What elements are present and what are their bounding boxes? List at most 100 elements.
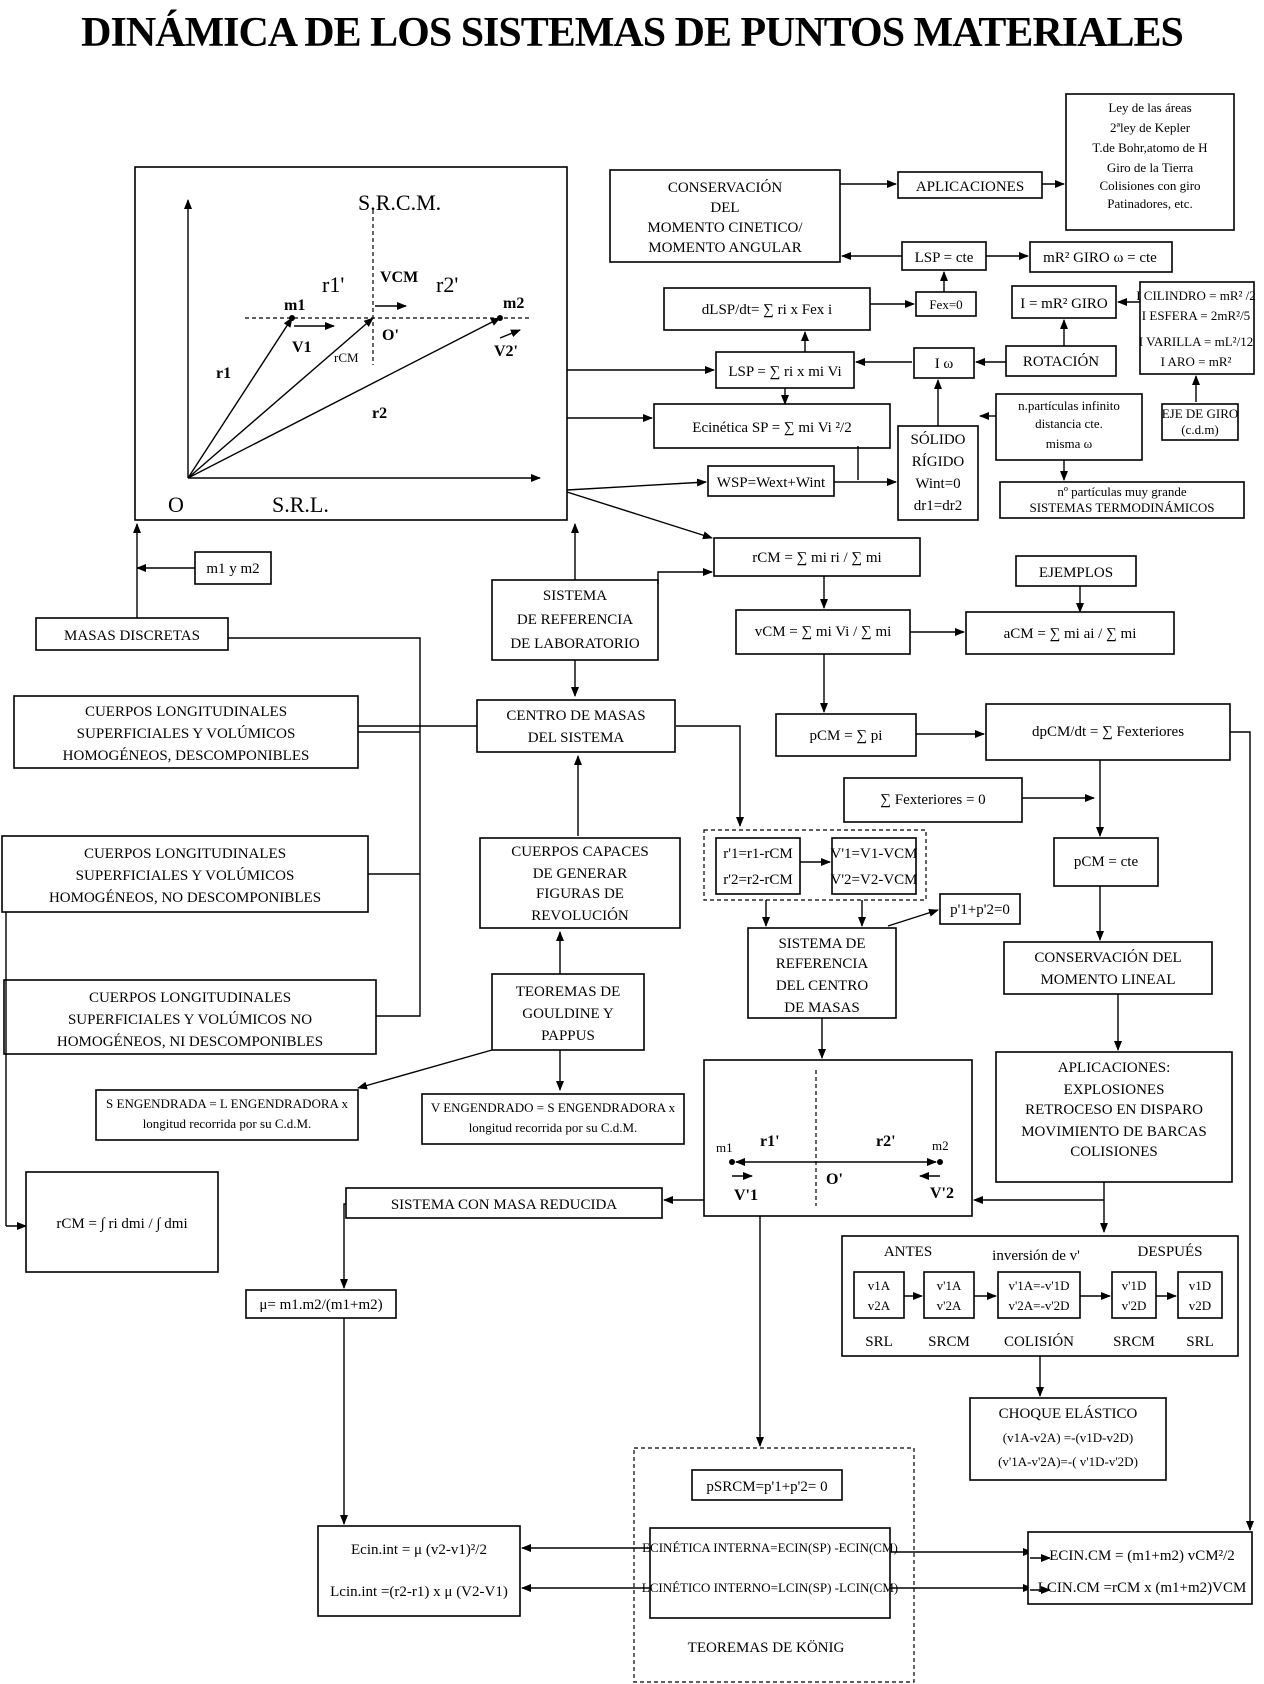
svg-text:DE GENERAR: DE GENERAR (533, 866, 628, 882)
svg-text:MOMENTO ANGULAR: MOMENTO ANGULAR (648, 240, 801, 256)
v2-prime-label: V2' (494, 343, 518, 360)
svg-text:(v1A-v2A) =-(v1D-v2D): (v1A-v2A) =-(v1D-v2D) (1003, 1430, 1133, 1445)
svg-text:inversión de v': inversión de v' (992, 1248, 1080, 1264)
svg-text:V'2=V2-VCM: V'2=V2-VCM (831, 872, 918, 888)
svg-text:MOMENTO LINEAL: MOMENTO LINEAL (1040, 972, 1175, 988)
svg-text:misma ω: misma ω (1046, 436, 1093, 451)
svg-text:m2: m2 (932, 1138, 949, 1153)
svg-text:Ecinética SP = ∑ mi Vi ²/2: Ecinética SP = ∑ mi Vi ²/2 (692, 420, 851, 436)
svg-text:longitud recorrida por su C.d.: longitud recorrida por su C.d.M. (469, 1120, 638, 1135)
svg-text:I CILINDRO = mR² /2: I CILINDRO = mR² /2 (1136, 288, 1256, 303)
n-particulas-grande-box: nº partículas muy grande SISTEMAS TERMOD… (999, 481, 1245, 519)
svg-text:nº partículas muy grande: nº partículas muy grande (1057, 484, 1187, 499)
svg-text:V'1=V1-VCM: V'1=V1-VCM (831, 846, 918, 862)
ley-areas-box: Ley de las áreas 2ªley de Kepler T.de Bo… (1065, 93, 1235, 231)
r1-prime-label: r1' (322, 272, 344, 297)
masses-box: m1 y m2 (194, 551, 272, 585)
svg-text:v2D: v2D (1189, 1298, 1211, 1313)
svg-text:DESPUÉS: DESPUÉS (1137, 1243, 1202, 1260)
svg-text:(c.d.m): (c.d.m) (1181, 422, 1219, 437)
svg-text:V'2: V'2 (930, 1185, 954, 1202)
rcm-sum-box: rCM = ∑ mi ri / ∑ mi (713, 537, 921, 577)
svg-text:Ley de las áreas: Ley de las áreas (1108, 100, 1191, 115)
mu-box: μ= m1.m2/(m1+m2) (245, 1289, 397, 1319)
vector-diagram: S.R.C.M. S.R.L. O O' m1 m2 r1' r2' VCM V… (134, 166, 568, 521)
conservacion-momento-angular: CONSERVACIÓN DEL MOMENTO CINETICO/ MOMEN… (609, 169, 841, 263)
svg-text:HOMOGÉNEOS, NI DESCOMPONIBLES: HOMOGÉNEOS, NI DESCOMPONIBLES (57, 1033, 323, 1050)
srl-label: S.R.L. (272, 492, 329, 517)
svg-text:v'2A: v'2A (937, 1298, 962, 1313)
psrcm-box: pSRCM=p'1+p'2= 0 (691, 1469, 843, 1501)
origin-label: O (168, 492, 184, 517)
svg-text:vCM = ∑ mi Vi / ∑ mi: vCM = ∑ mi Vi / ∑ mi (755, 624, 892, 640)
masa-reducida-box: SISTEMA CON MASA REDUCIDA (345, 1187, 663, 1219)
svg-text:v2A: v2A (868, 1298, 891, 1313)
svg-text:Patinadores, etc.: Patinadores, etc. (1107, 196, 1193, 211)
svg-text:DEL CENTRO: DEL CENTRO (776, 978, 869, 994)
svg-text:rCM = ∫ ri dmi / ∫ dmi: rCM = ∫ ri dmi / ∫ dmi (56, 1216, 187, 1232)
svg-text:Wint=0: Wint=0 (915, 476, 960, 492)
svg-text:I VARILLA = mL²/12: I VARILLA = mL²/12 (1139, 334, 1253, 349)
svg-text:RÍGIDO: RÍGIDO (912, 453, 965, 470)
srcm-box: SISTEMA DE REFERENCIA DEL CENTRO DE MASA… (747, 927, 897, 1019)
svg-text:V'1: V'1 (734, 1187, 758, 1204)
svg-text:CONSERVACIÓN DEL: CONSERVACIÓN DEL (1034, 949, 1181, 966)
r1-label: r1 (216, 365, 231, 382)
svg-text:(v'1A-v'2A)=-( v'1D-v'2D): (v'1A-v'2A)=-( v'1D-v'2D) (998, 1454, 1138, 1469)
svg-text:FIGURAS DE: FIGURAS DE (536, 886, 624, 902)
svg-text:dr1=dr2: dr1=dr2 (914, 498, 962, 514)
svg-text:Giro de la Tierra: Giro de la Tierra (1107, 160, 1194, 175)
svg-text:CUERPOS LONGITUDINALES: CUERPOS LONGITUDINALES (89, 990, 291, 1006)
rotacion-box: ROTACIÓN (1005, 345, 1117, 377)
aplicaciones-box: APLICACIONES (897, 171, 1043, 199)
svg-text:v'1A=-v'1D: v'1A=-v'1D (1008, 1278, 1069, 1293)
svg-text:HOMOGÉNEOS, NO DESCOMPONIBLES: HOMOGÉNEOS, NO DESCOMPONIBLES (49, 889, 321, 906)
solido-rigido-box: SÓLIDO RÍGIDO Wint=0 dr1=dr2 (897, 425, 979, 521)
ecinetica-box: Ecinética SP = ∑ mi Vi ²/2 (653, 403, 891, 449)
svg-text:LSP = ∑ ri x mi Vi: LSP = ∑ ri x mi Vi (728, 364, 841, 380)
o-prime-label: O' (382, 327, 399, 344)
svg-text:Lcin.int =(r2-r1) x μ (V2-V1: Lcin.int =(r2-r1) x μ (V2-V1) (330, 1584, 508, 1600)
v-engendrado-box: V ENGENDRADO = S ENGENDRADORA x longitud… (421, 1093, 685, 1145)
sistema-laboratorio-box: SISTEMA DE REFERENCIA DE LABORATORIO (491, 579, 659, 661)
rcm-integral-box: rCM = ∫ ri dmi / ∫ dmi (25, 1171, 219, 1273)
cuerpos-no-homogeneos: CUERPOS LONGITUDINALES SUPERFICIALES Y V… (3, 979, 377, 1055)
svg-text:SUPERFICIALES Y VOLÚMICOS: SUPERFICIALES Y VOLÚMICOS (77, 725, 296, 742)
svg-text:r'2=r2-rCM: r'2=r2-rCM (723, 872, 793, 888)
svg-text:LCIN.CM =rCM x (m1+m2)VCM: LCIN.CM =rCM x (m1+m2)VCM (1038, 1580, 1247, 1596)
svg-text:n.partículas infinito: n.partículas infinito (1018, 398, 1120, 413)
svg-text:SÓLIDO: SÓLIDO (911, 431, 966, 448)
svg-text:2ªley de Kepler: 2ªley de Kepler (1110, 120, 1191, 135)
mr2-cte-box: mR² GIRO ω = cte (1029, 241, 1173, 273)
svg-text:CUERPOS LONGITUDINALES: CUERPOS LONGITUDINALES (84, 846, 286, 862)
svg-text:COLISIONES: COLISIONES (1070, 1144, 1158, 1160)
svg-text:m1: m1 (716, 1140, 733, 1155)
page-title: DINÁMICA DE LOS SISTEMAS DE PUNTOS MATER… (81, 9, 1183, 56)
vcm-sum-box: vCM = ∑ mi Vi / ∑ mi (735, 609, 911, 655)
acm-sum-box: aCM = ∑ mi ai / ∑ mi (965, 611, 1175, 655)
svg-text:m1 y m2: m1 y m2 (206, 561, 259, 577)
svg-text:r1': r1' (760, 1133, 780, 1150)
svg-text:∑ Fexteriores = 0: ∑ Fexteriores = 0 (880, 792, 985, 808)
srcm-label: S.R.C.M. (358, 190, 441, 215)
svg-text:v'2A=-v'2D: v'2A=-v'2D (1008, 1298, 1069, 1313)
svg-text:CHOQUE ELÁSTICO: CHOQUE ELÁSTICO (999, 1405, 1138, 1422)
svg-text:longitud recorrida por su C.d.: longitud recorrida por su C.d.M. (143, 1116, 312, 1131)
svg-text:LSP = cte: LSP = cte (915, 250, 974, 266)
n-particulas-infinito-box: n.partículas infinito distancia cte. mis… (995, 393, 1143, 461)
svg-text:EJEMPLOS: EJEMPLOS (1039, 565, 1113, 581)
dpcm-box: dpCM/dt = ∑ Fexteriores (985, 703, 1231, 761)
svg-text:O': O' (826, 1171, 843, 1188)
svg-text:I ESFERA = 2mR²/5: I ESFERA = 2mR²/5 (1142, 308, 1250, 323)
svg-text:I ω: I ω (935, 356, 954, 372)
svg-text:GOULDINE Y: GOULDINE Y (522, 1006, 614, 1022)
svg-text:LCINÉTICO INTERNO=LCIN(SP) -LC: LCINÉTICO INTERNO=LCIN(SP) -LCIN(CM) (642, 1580, 898, 1595)
lsp-sum-box: LSP = ∑ ri x mi Vi (715, 351, 855, 389)
srcm-diagram: m1 m2 r1' r2' O' V'1 V'2 (703, 1059, 973, 1217)
svg-text:r2': r2' (876, 1133, 896, 1150)
svg-text:REFERENCIA: REFERENCIA (776, 956, 869, 972)
svg-text:Fex=0: Fex=0 (929, 297, 962, 312)
m1-label: m1 (284, 297, 305, 314)
vcm-label: VCM (380, 269, 418, 286)
